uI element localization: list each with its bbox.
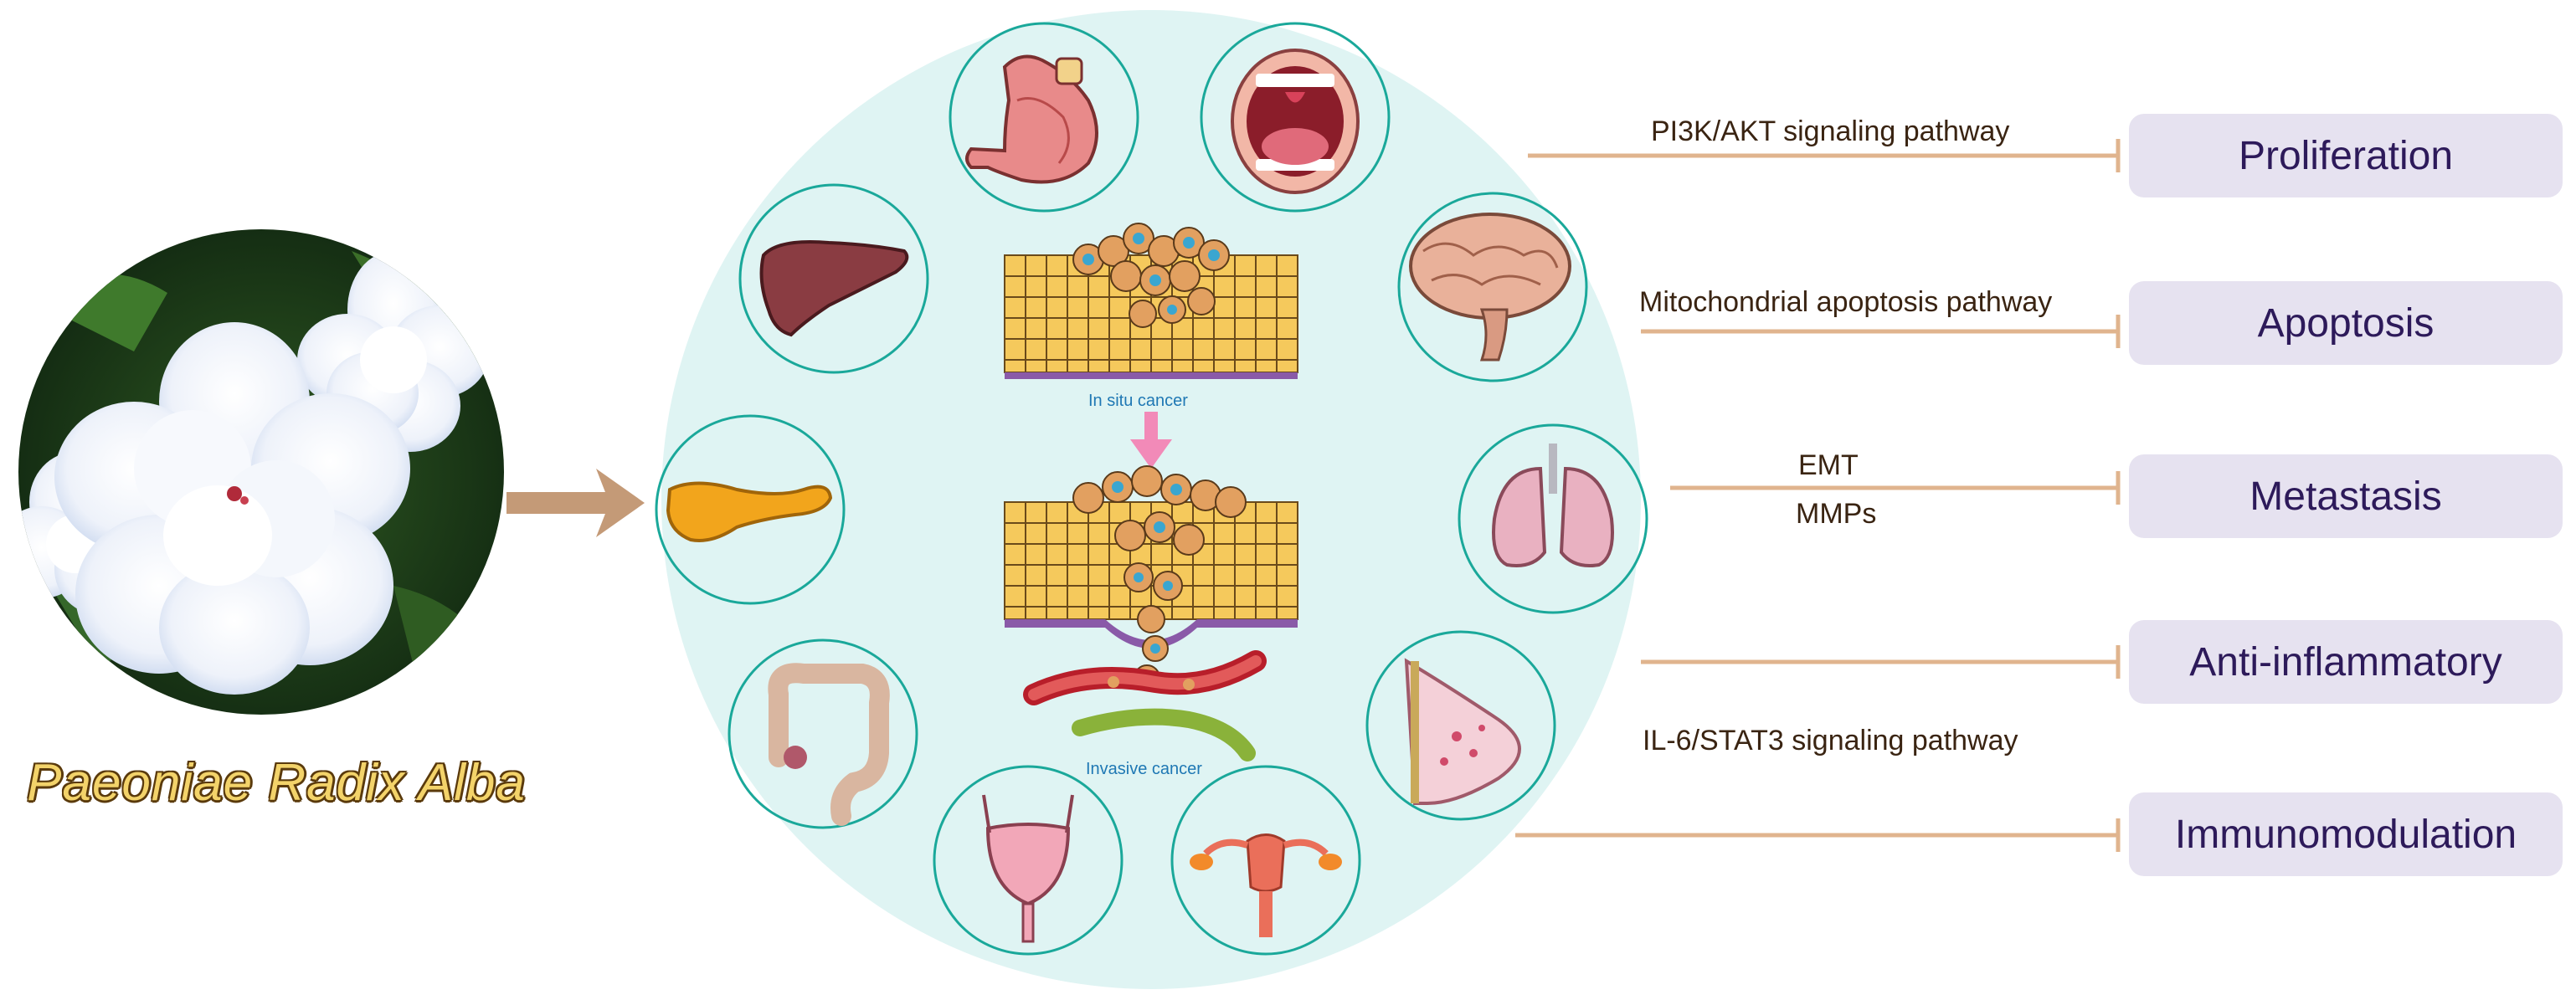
- mouth-icon: [1231, 49, 1360, 194]
- mitochondrial-apoptosis-pathway-label: Mitochondrial apoptosis pathway: [1639, 286, 2053, 318]
- invasive-cancer-illustration: [1004, 465, 1298, 762]
- progression-arrow: [1130, 412, 1172, 469]
- mmps-label: MMPs: [1796, 498, 1877, 530]
- herb-flower-image: [18, 229, 504, 715]
- organ-rings: [655, 22, 1648, 956]
- inhibition-lines: [1515, 139, 2121, 852]
- herb-to-cancer-arrow: [506, 469, 645, 537]
- outcome-anti-inflammatory: Anti-inflammatory: [2129, 620, 2563, 704]
- il6-stat3-pathway-label: IL-6/STAT3 signaling pathway: [1643, 725, 2018, 756]
- lung-icon: [1492, 444, 1614, 567]
- outcome-proliferation: Proliferation: [2129, 114, 2563, 197]
- in-situ-cancer-label: In situ cancer: [1088, 392, 1188, 410]
- emt-label: EMT: [1798, 449, 1859, 481]
- in-situ-cancer-illustration: [1004, 223, 1298, 379]
- pi3k-akt-pathway-label: PI3K/AKT signaling pathway: [1651, 115, 2010, 147]
- outcome-apoptosis: Apoptosis: [2129, 281, 2563, 365]
- stomach-icon: [965, 54, 1098, 184]
- brain-icon: [1409, 213, 1571, 362]
- breast-icon: [1404, 658, 1521, 805]
- pancreas-icon: [666, 481, 833, 542]
- colon-icon: [768, 663, 890, 826]
- uterus-icon: [1190, 833, 1342, 937]
- bladder-icon: [982, 794, 1074, 943]
- liver-icon: [759, 240, 909, 337]
- herb-name: Paeoniae Radix Alba: [27, 754, 526, 812]
- outcome-metastasis: Metastasis: [2129, 454, 2563, 538]
- invasive-cancer-label: Invasive cancer: [1086, 760, 1202, 778]
- outcome-immunomodulation: Immunomodulation: [2129, 792, 2563, 876]
